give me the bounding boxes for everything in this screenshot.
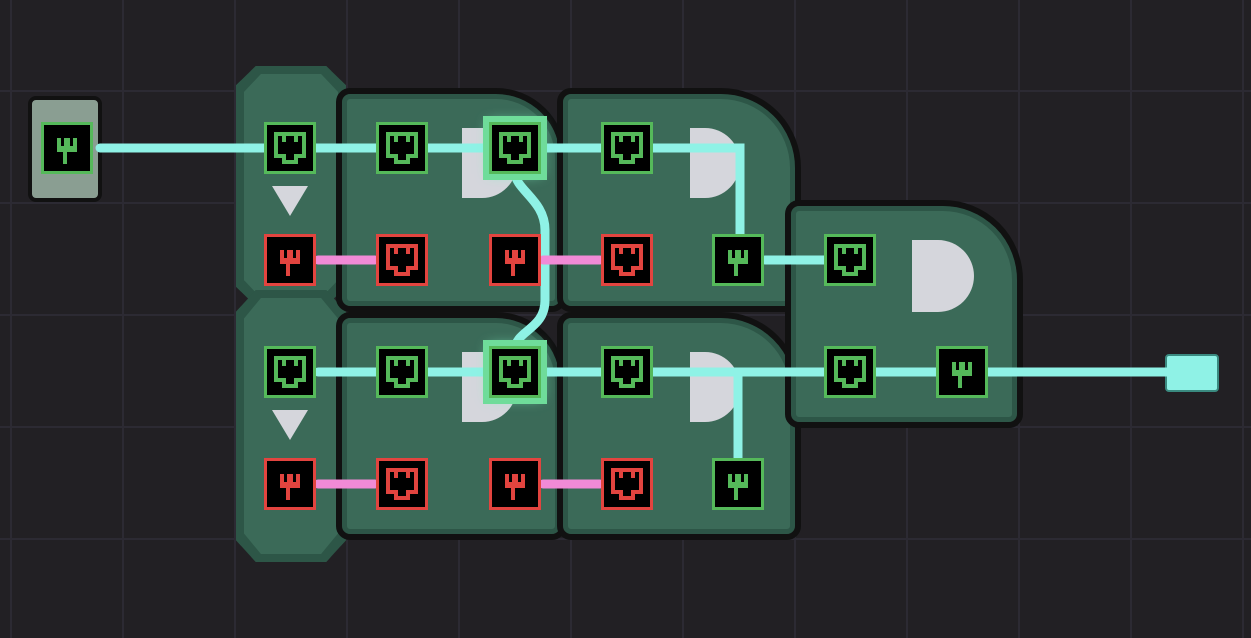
jack-socket-icon[interactable] (376, 346, 428, 398)
jack-socket-icon[interactable] (264, 122, 316, 174)
jack-socket-icon[interactable] (824, 234, 876, 286)
jack-socket-icon[interactable] (264, 346, 316, 398)
jack-socket-icon[interactable] (601, 346, 653, 398)
wire-on (510, 167, 550, 355)
and-gate-icon (912, 240, 974, 312)
wire-off (313, 255, 605, 489)
plug-icon[interactable] (41, 122, 93, 174)
jack-socket-icon[interactable] (376, 122, 428, 174)
jack-socket-icon[interactable] (376, 458, 428, 510)
jack-socket-icon[interactable] (489, 122, 541, 174)
plug-icon[interactable] (712, 458, 764, 510)
jack-socket-icon[interactable] (601, 458, 653, 510)
plug-icon[interactable] (264, 234, 316, 286)
jack-socket-icon[interactable] (601, 122, 653, 174)
jack-socket-icon[interactable] (376, 234, 428, 286)
jack-socket-icon[interactable] (489, 346, 541, 398)
plug-icon[interactable] (489, 234, 541, 286)
jack-socket-icon[interactable] (824, 346, 876, 398)
plug-icon[interactable] (264, 458, 316, 510)
jack-socket-icon[interactable] (601, 234, 653, 286)
plug-icon[interactable] (712, 234, 764, 286)
plug-icon[interactable] (489, 458, 541, 510)
plug-icon[interactable] (936, 346, 988, 398)
